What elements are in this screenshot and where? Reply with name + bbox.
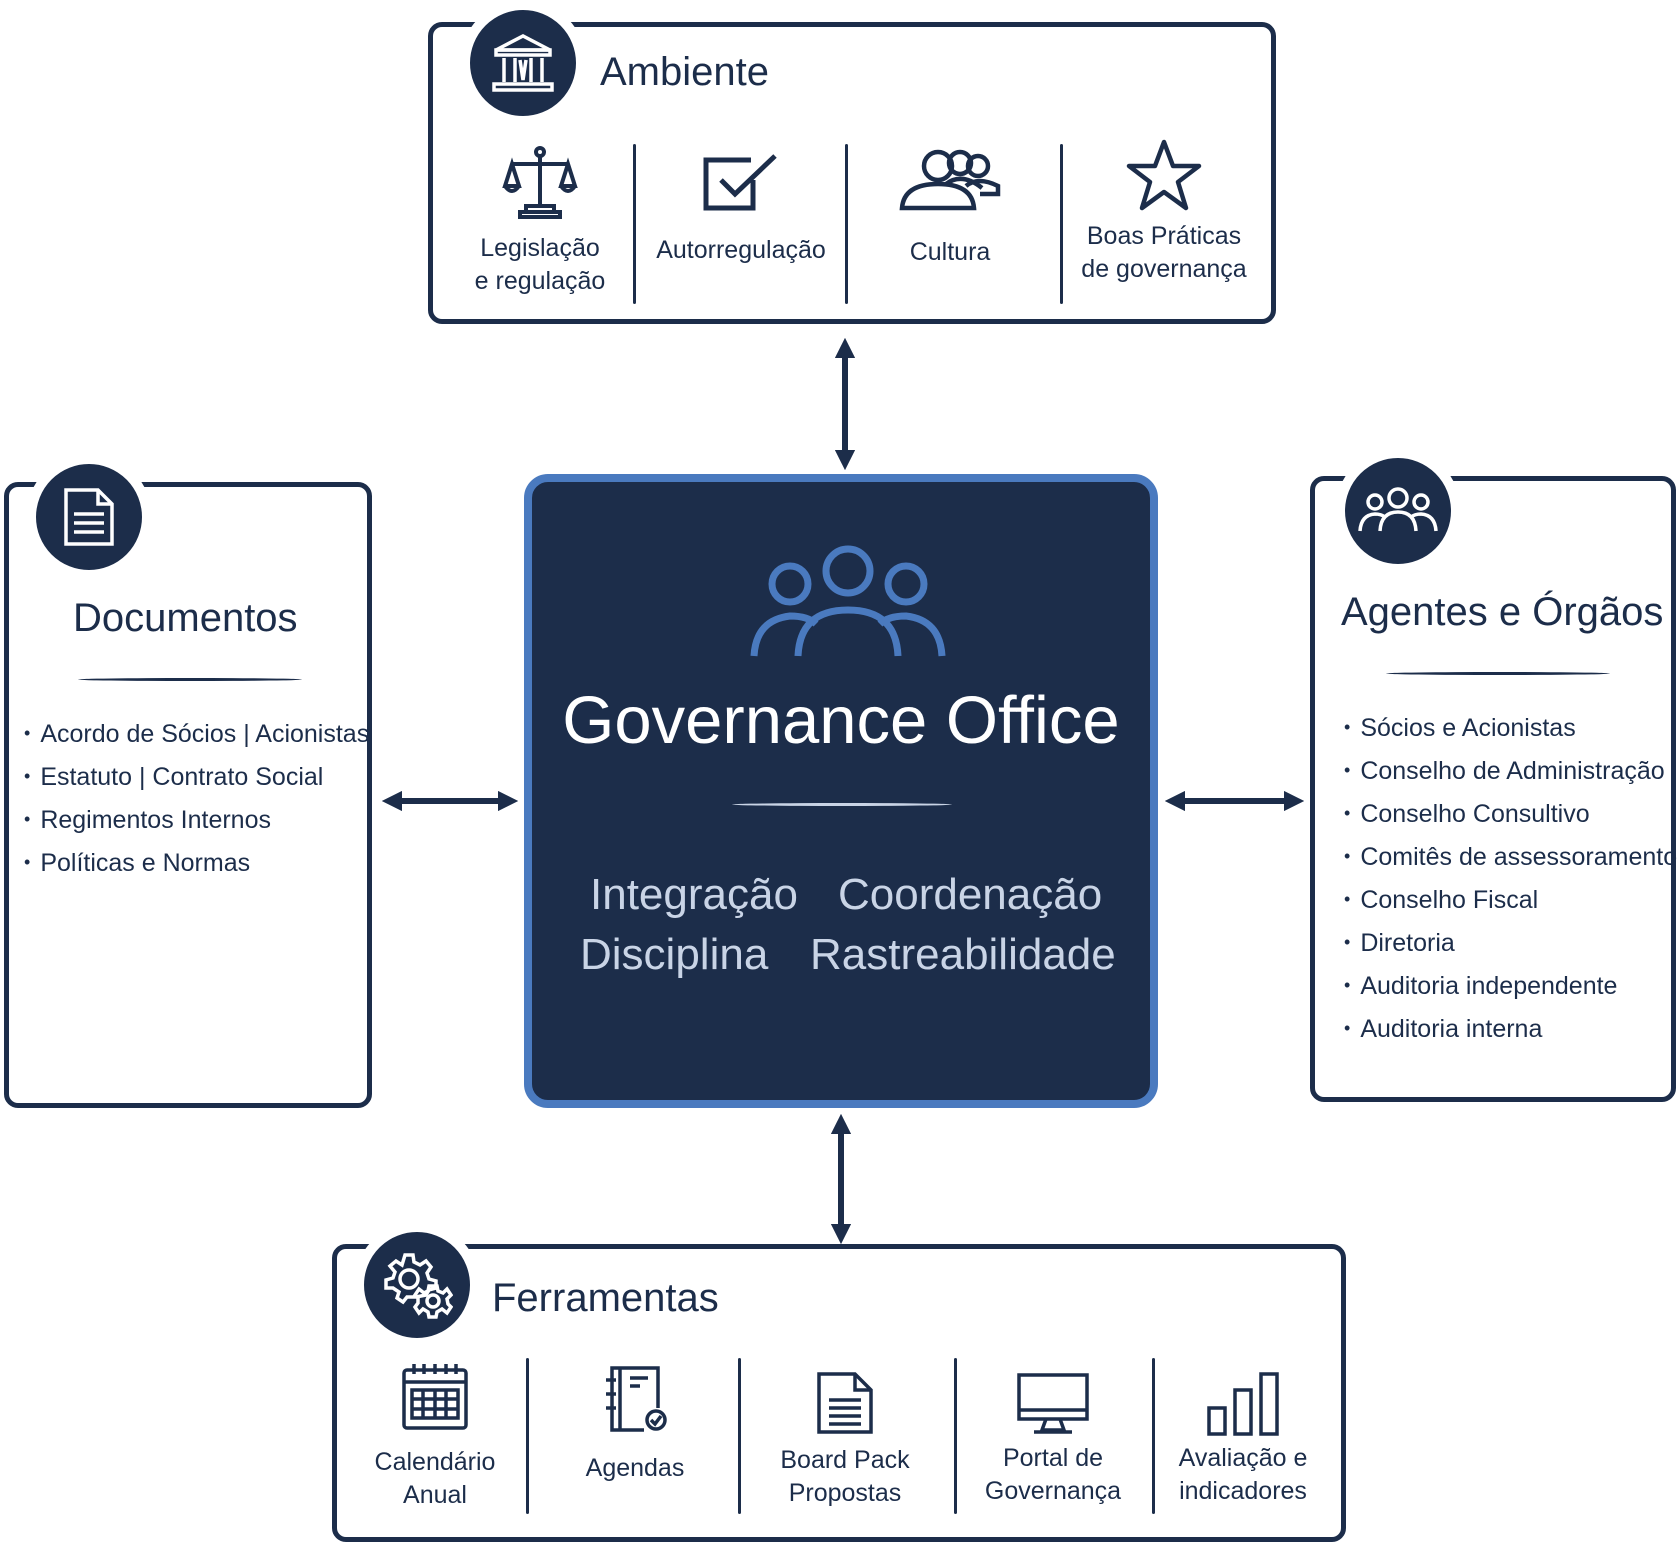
list-item: Políticas e Normas [24,841,369,884]
separator [1060,144,1063,304]
item-label: Portal de Governança [984,1444,1122,1505]
ambiente-item-autorregulacao: Autorregulação [648,150,834,267]
pillar-rastreabilidade: Rastreabilidade [810,930,1116,979]
ambiente-item-cultura: Cultura [870,146,1030,269]
list-item: Comitês de assessoramento [1344,835,1677,878]
separator [633,144,636,304]
scales-of-justice-icon [502,146,578,219]
pillar-integracao: Integração [590,870,798,919]
list-item: Estatuto | Contrato Social [24,755,369,798]
agentes-title: Agentes e Órgãos [1341,590,1664,634]
list-item: Diretoria [1344,921,1677,964]
separator [954,1358,957,1514]
ferramentas-badge [354,1222,480,1348]
people-group-icon [899,149,1001,211]
list-item: Sócios e Acionistas [1344,706,1677,749]
checkbox-check-icon [703,154,777,211]
ambiente-item-legislacao: Legislação e regulação [460,144,620,298]
pillar-disciplina: Disciplina [580,930,769,979]
documentos-title: Documentos [73,596,298,640]
item-label: Board Pack Propostas [780,1446,910,1507]
item-label: Avaliação e indicadores [1178,1444,1308,1505]
agentes-list: Sócios e Acionistas Conselho de Administ… [1344,706,1677,1050]
ferramentas-item-calendario: Calendário Anual [360,1362,510,1512]
separator [1152,1358,1155,1514]
gears-icon [384,1253,453,1319]
list-item: Conselho de Administração [1344,749,1677,792]
item-label: Agendas [585,1454,685,1482]
list-item: Auditoria independente [1344,964,1677,1007]
pillar-coordenacao: Coordenação [838,870,1103,919]
people-group-icon [1358,487,1438,532]
people-group-icon [750,545,946,657]
ferramentas-panel [332,1244,1346,1542]
center-title: Governance Office [562,683,1120,758]
document-icon [817,1372,873,1434]
star-icon [1126,139,1202,211]
ferramentas-item-portal: Portal de Governança [978,1372,1128,1508]
ferramentas-item-board-pack: Board Pack Propostas [770,1370,920,1510]
governance-office-panel: Governance Office Integração Coordenação… [524,474,1158,1108]
separator [526,1358,529,1514]
agentes-badge [1335,448,1461,574]
list-item: Conselho Fiscal [1344,878,1677,921]
title-underline [1386,672,1610,675]
item-label: Cultura [909,238,991,266]
separator [738,1358,741,1514]
document-icon [64,488,114,546]
list-item: Acordo de Sócios | Acionistas [24,712,369,755]
list-item: Auditoria interna [1344,1007,1677,1050]
documentos-badge [26,454,152,580]
ambiente-title: Ambiente [600,50,769,94]
item-label: Autorregulação [656,236,826,264]
bar-chart-icon [1207,1372,1279,1436]
calendar-icon [402,1364,468,1430]
documentos-list: Acordo de Sócios | Acionistas Estatuto |… [24,712,369,884]
ferramentas-title: Ferramentas [492,1276,719,1320]
monitor-icon [1017,1373,1089,1434]
item-label: Calendário Anual [374,1448,496,1509]
ferramentas-item-agendas: Agendas [560,1364,710,1485]
list-item: Conselho Consultivo [1344,792,1677,835]
separator [845,144,848,304]
center-divider [732,803,952,806]
item-label: Legislação e regulação [474,234,606,295]
list-item: Regimentos Internos [24,798,369,841]
ambiente-item-boas-praticas: Boas Práticas de governança [1075,138,1253,286]
title-underline [78,678,302,681]
ferramentas-item-avaliacao: Avaliação e indicadores [1168,1372,1318,1508]
ambiente-badge [460,0,586,126]
item-label: Boas Práticas de governança [1081,222,1247,283]
agenda-notebook-icon [606,1366,667,1432]
institution-building-icon [492,34,554,92]
